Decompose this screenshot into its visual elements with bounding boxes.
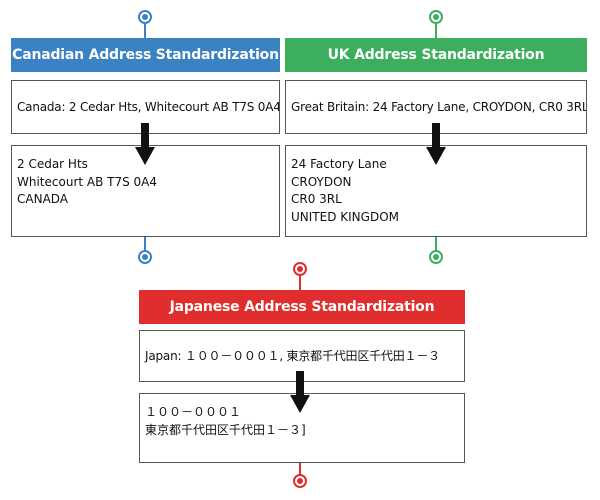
japan-header: Japanese Address Standardization: [139, 290, 465, 324]
canada-connector-top: [144, 24, 146, 38]
uk-arrow-down-icon: [426, 123, 446, 165]
canada-output-line: CANADA: [17, 192, 69, 206]
canada-title: Canadian Address Standardization: [12, 47, 279, 63]
canada-output-box: 2 Cedar Hts Whitecourt AB T7S 0A4 CANADA: [11, 145, 280, 237]
uk-output-line: 24 Factory Lane: [291, 157, 387, 171]
uk-output-line: CROYDON: [291, 174, 352, 189]
canada-arrow-down-icon: [135, 123, 155, 165]
uk-output-line: UNITED KINGDOM: [291, 209, 399, 224]
uk-end-node-icon: [429, 250, 443, 264]
uk-output-line: CR0 3RL: [291, 192, 342, 206]
japan-output-line: １００－０００１: [145, 405, 242, 419]
canada-output-line: Whitecourt AB T7S 0A4: [17, 174, 158, 189]
canada-connector-bottom: [144, 237, 146, 251]
uk-input-box: Great Britain: 24 Factory Lane, CROYDON,…: [285, 80, 587, 134]
canada-header: Canadian Address Standardization: [11, 38, 280, 72]
japan-connector-top: [299, 276, 301, 290]
japan-end-node-icon: [293, 474, 307, 488]
uk-start-node-icon: [429, 10, 443, 24]
japan-input-box: Japan: １００－０００１, 東京都千代田区千代田１－３: [139, 330, 465, 382]
uk-input-text: Great Britain: 24 Factory Lane, CROYDON,…: [291, 99, 587, 114]
canada-input-text: Canada: 2 Cedar Hts, Whitecourt AB T7S 0…: [17, 99, 280, 114]
uk-connector-top: [435, 24, 437, 38]
japan-connector-bottom: [299, 463, 301, 475]
uk-connector-bottom: [435, 237, 437, 251]
japan-output-line: 東京都千代田区千代田１－３]: [145, 422, 306, 437]
canada-end-node-icon: [138, 250, 152, 264]
japan-arrow-down-icon: [290, 371, 310, 413]
japan-title: Japanese Address Standardization: [169, 299, 435, 315]
japan-start-node-icon: [293, 262, 307, 276]
uk-title: UK Address Standardization: [327, 47, 545, 63]
canada-start-node-icon: [138, 10, 152, 24]
canada-output-line: 2 Cedar Hts: [17, 157, 88, 171]
japan-input-text: Japan: １００－０００１, 東京都千代田区千代田１－３: [145, 348, 440, 363]
uk-header: UK Address Standardization: [285, 38, 587, 72]
